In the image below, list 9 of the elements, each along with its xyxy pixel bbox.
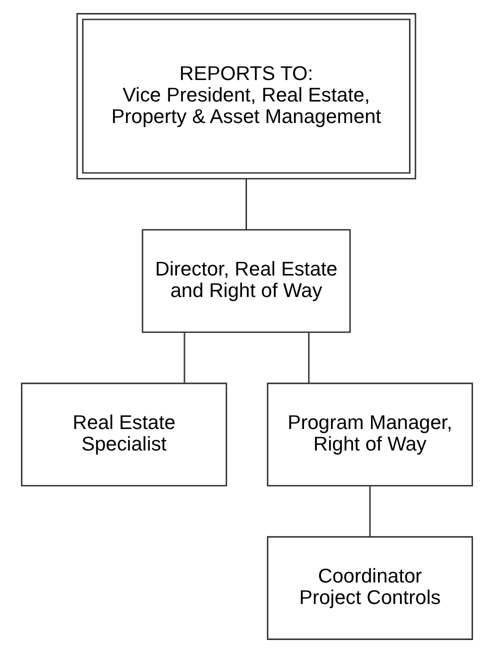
node-box: Coordinator Project Controls [266,536,474,640]
node-box: REPORTS TO: Vice President, Real Estate, Property & Asset Management [76,13,416,180]
connector [369,486,371,536]
node-box: Program Manager, Right of Way [266,382,474,486]
connector [246,178,247,230]
node-box: Director, Real Estate and Right of Way [142,229,351,333]
node-box: Real Estate Specialist [20,382,228,486]
connector [308,332,310,383]
connector [184,332,186,383]
